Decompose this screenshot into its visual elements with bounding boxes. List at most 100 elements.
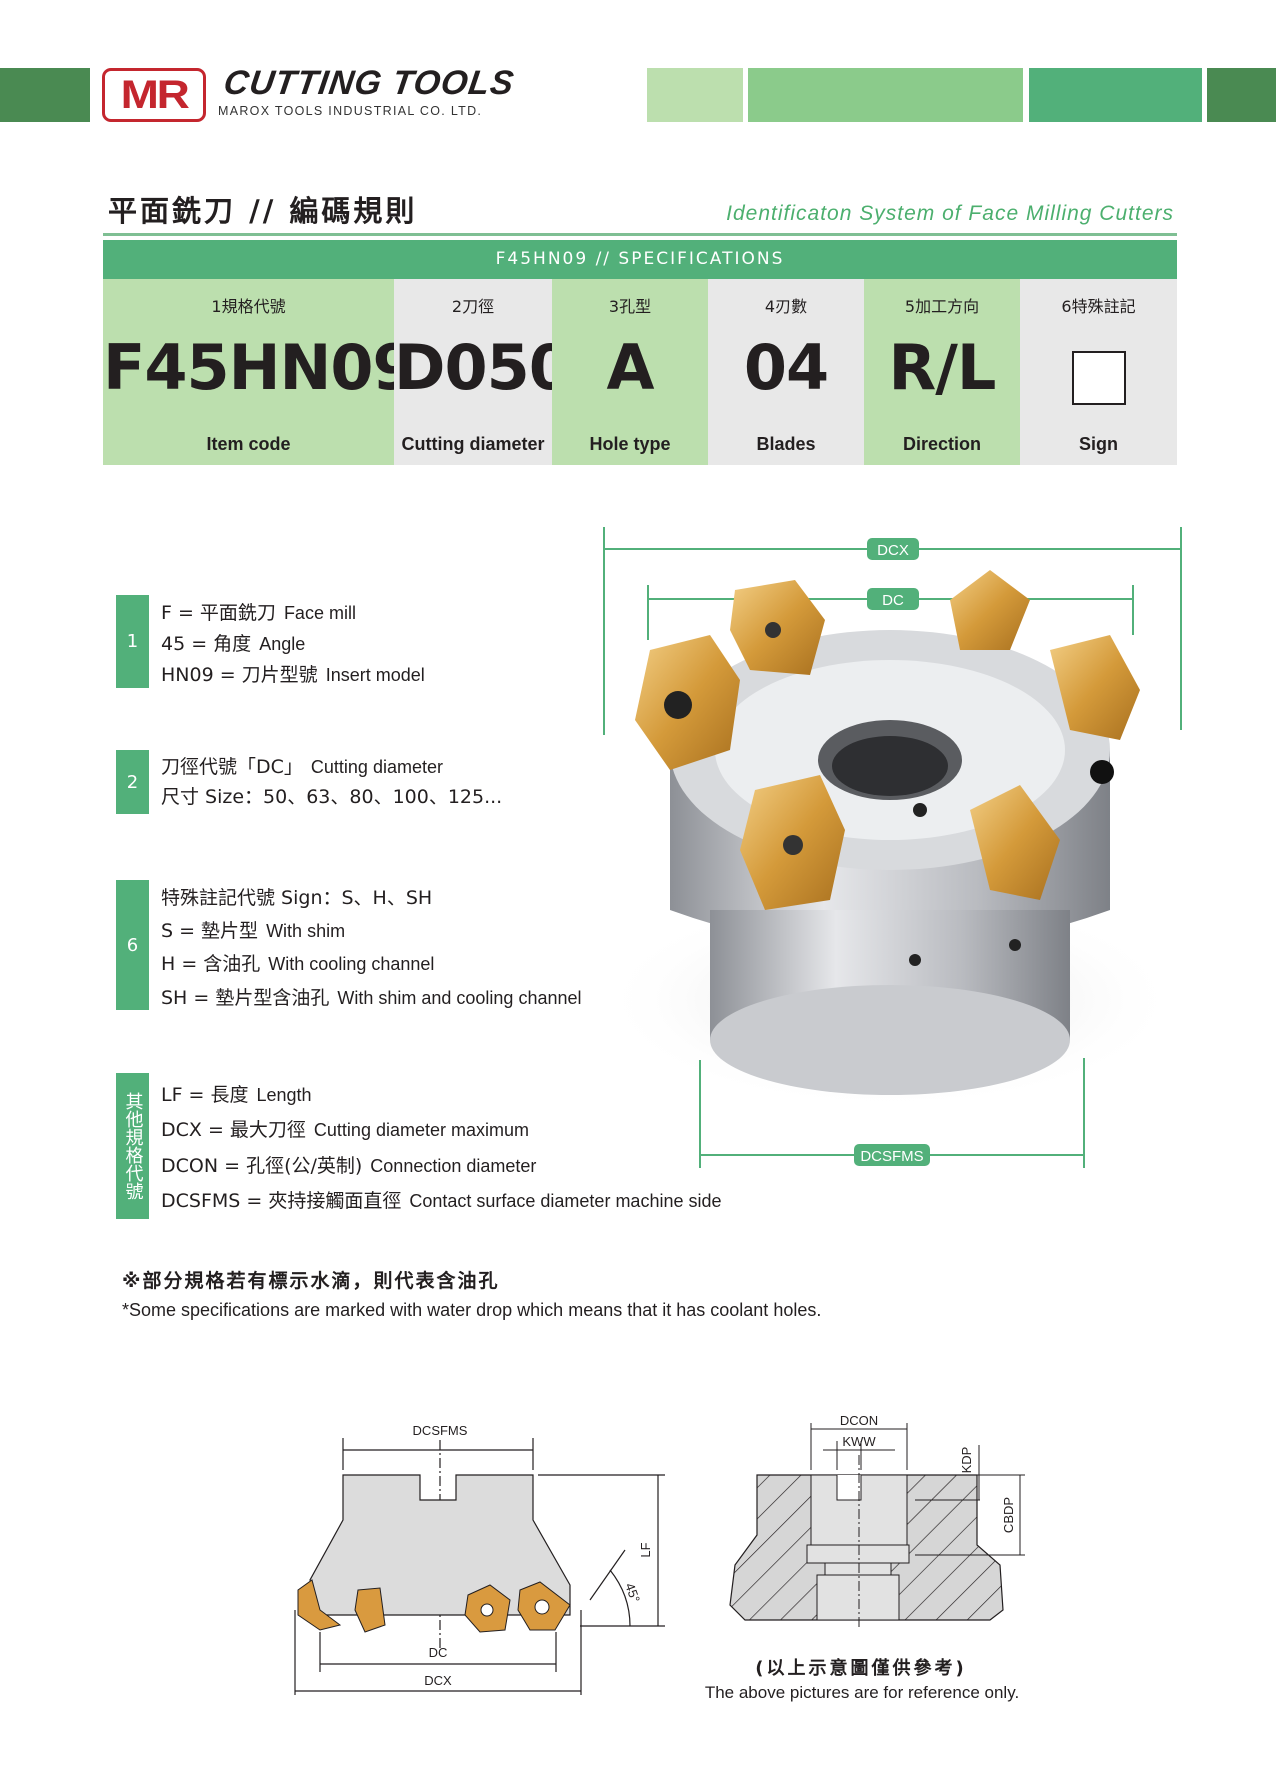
angle-dim-label: 45° (622, 1581, 643, 1605)
section-line: 尺寸 Size：50、63、80、100、125... (161, 782, 502, 809)
dc-label: DC (882, 592, 904, 609)
page-title: 平面銑刀 // 編碼規則 (108, 194, 418, 228)
spec-col-hole-type: 3孔型 A Hole type (552, 279, 708, 465)
spec-col-label-en: Cutting diameter (401, 434, 545, 454)
spec-col-label-cn: 4刃數 (764, 297, 808, 316)
line-cn: 45 = 角度 (161, 633, 252, 655)
cbdp-dim-label: CBDP (1001, 1497, 1016, 1533)
line-cn: DCON = 孔徑(公/英制) (161, 1155, 363, 1177)
spec-col-label-en: Blades (756, 434, 816, 454)
kww-dim-label: KWW (842, 1434, 876, 1449)
dcx-label: DCX (877, 542, 909, 559)
dcon-dim-label: DCON (840, 1413, 878, 1428)
dc-dim-label: DC (429, 1645, 448, 1660)
section-number-6: 6 (116, 880, 149, 1010)
brand-name: CUTTING TOOLS (221, 64, 517, 102)
spec-col-value (1020, 331, 1177, 421)
logo: MR (102, 68, 206, 122)
spec-col-label-en: Hole type (589, 434, 671, 454)
line-cn: HN09 = 刀片型號 (161, 664, 318, 686)
section-line: S = 墊片型 With shim (161, 916, 345, 943)
caption-cn: (以上示意圖僅供參考) (755, 1658, 967, 1679)
section-other-specs: 其他規格代號 (116, 1073, 149, 1219)
dimension-dcx (603, 527, 1182, 735)
spec-col-sign: 6特殊註記 Sign (1020, 279, 1177, 465)
section-line: DCX = 最大刀徑 Cutting diameter maximum (161, 1115, 529, 1142)
note-en: *Some specifications are marked with wat… (122, 1300, 822, 1320)
header-bar-3 (1029, 68, 1202, 122)
line-en: Contact surface diameter machine side (409, 1191, 722, 1211)
spec-col-cutting-diameter: 2刀徑 D050 Cutting diameter (394, 279, 572, 465)
insert-icons (635, 570, 1140, 910)
line-en: Cutting diameter (310, 757, 443, 777)
kdp-dim-label: KDP (959, 1447, 974, 1474)
line-cn: 刀徑代號「DC」 (161, 756, 303, 778)
spec-col-label-cn: 5加工方向 (904, 297, 980, 316)
section-line: DCON = 孔徑(公/英制) Connection diameter (161, 1151, 536, 1178)
section-number-1: 1 (116, 595, 149, 688)
line-en: Insert model (325, 665, 425, 685)
section-other-label: 其他規格代號 (122, 1092, 144, 1200)
spec-col-label-en: Sign (1079, 434, 1118, 454)
spec-col-value: D050 (394, 331, 572, 404)
spec-col-label-cn: 6特殊註記 (1061, 297, 1136, 316)
page-subtitle: Identificaton System of Face Milling Cut… (726, 202, 1174, 225)
section-line: SH = 墊片型含油孔 With shim and cooling channel (161, 983, 582, 1010)
line-en: Length (256, 1085, 312, 1105)
spec-col-label-cn: 1規格代號 (211, 297, 286, 316)
line-en: Angle (259, 634, 306, 654)
note-cn: ※部分規格若有標示水滴，則代表含油孔 (122, 1270, 500, 1292)
spec-col-value: 04 (743, 331, 829, 404)
line-en: Face mill (283, 603, 356, 623)
dcsfms-dim-label: DCSFMS (413, 1423, 468, 1438)
logo-text: MR (120, 72, 190, 117)
section-line: 刀徑代號「DC」 Cutting diameter (161, 752, 443, 779)
header-bar-4 (1207, 68, 1276, 122)
header-bar-left (0, 68, 90, 122)
spec-col-value: R/L (888, 331, 997, 404)
dcx-dim-label: DCX (424, 1673, 452, 1688)
line-cn: DCX = 最大刀徑 (161, 1119, 306, 1141)
spec-col-label-cn: 3孔型 (608, 297, 652, 316)
section-line: 特殊註記代號 Sign：S、H、SH (161, 883, 432, 910)
spec-col-value: A (606, 331, 655, 404)
sign-empty-box (1071, 351, 1126, 405)
line-en: Cutting diameter maximum (313, 1120, 529, 1140)
face-mill-photo: DCX DC DCSFMS (600, 527, 1182, 1168)
dimension-dc (647, 585, 1134, 640)
title-divider (103, 233, 1177, 236)
section-line: DCSFMS = 夾持接觸面直徑 Contact surface diameter… (161, 1186, 722, 1213)
line-cn: 尺寸 Size：50、63、80、100、125... (161, 786, 503, 808)
spec-header: F45HN09 // SPECIFICATIONS (103, 240, 1177, 279)
section-line: LF = 長度 Length (161, 1080, 312, 1107)
caption-en: The above pictures are for reference onl… (704, 1683, 1020, 1702)
side-view-drawing: DCSFMS LF 45° DC DCX (294, 1423, 665, 1695)
spec-col-blades: 4刃數 04 Blades (708, 279, 864, 465)
spec-col-label-en: Item code (206, 434, 291, 454)
line-en: Connection diameter (370, 1156, 537, 1176)
line-en: With shim (266, 921, 346, 941)
spec-col-label-cn: 2刀徑 (451, 297, 495, 316)
section-number-2: 2 (116, 750, 149, 814)
line-cn: SH = 墊片型含油孔 (161, 987, 330, 1009)
line-cn: S = 墊片型 (161, 920, 259, 942)
line-en: With shim and cooling channel (337, 988, 582, 1008)
spec-col-label-en: Direction (902, 434, 981, 454)
section-line: F = 平面銑刀 Face mill (161, 598, 356, 625)
spec-col-value: F45HN09 (103, 331, 416, 404)
header-bar-1 (647, 68, 743, 122)
dimension-dcsfms (699, 1058, 1085, 1168)
line-cn: H = 含油孔 (161, 953, 261, 975)
line-cn: DCSFMS = 夾持接觸面直徑 (161, 1190, 402, 1212)
line-cn: LF = 長度 (161, 1084, 249, 1106)
dcsfms-label: DCSFMS (860, 1148, 923, 1165)
section-line: 45 = 角度 Angle (161, 629, 305, 656)
line-cn: F = 平面銑刀 (161, 602, 276, 624)
header-bar-2 (748, 68, 1023, 122)
section-line: HN09 = 刀片型號 Insert model (161, 660, 425, 687)
spec-col-direction: 5加工方向 R/L Direction (864, 279, 1020, 465)
section-view-drawing: DCON KWW KDP CBDP (729, 1413, 1025, 1630)
spec-col-item-code: 1規格代號 F45HN09 Item code (103, 279, 416, 465)
company-name: MAROX TOOLS INDUSTRIAL CO. LTD. (218, 104, 483, 118)
